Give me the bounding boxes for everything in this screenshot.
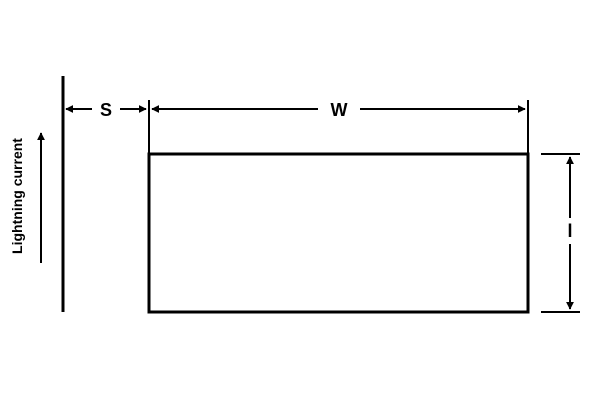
- loop-rectangle: [147, 152, 530, 314]
- lightning-current-label: Lightning current: [9, 138, 25, 254]
- spacing-label: S: [100, 100, 112, 120]
- length-label: l: [567, 221, 572, 241]
- width-label: W: [331, 100, 348, 120]
